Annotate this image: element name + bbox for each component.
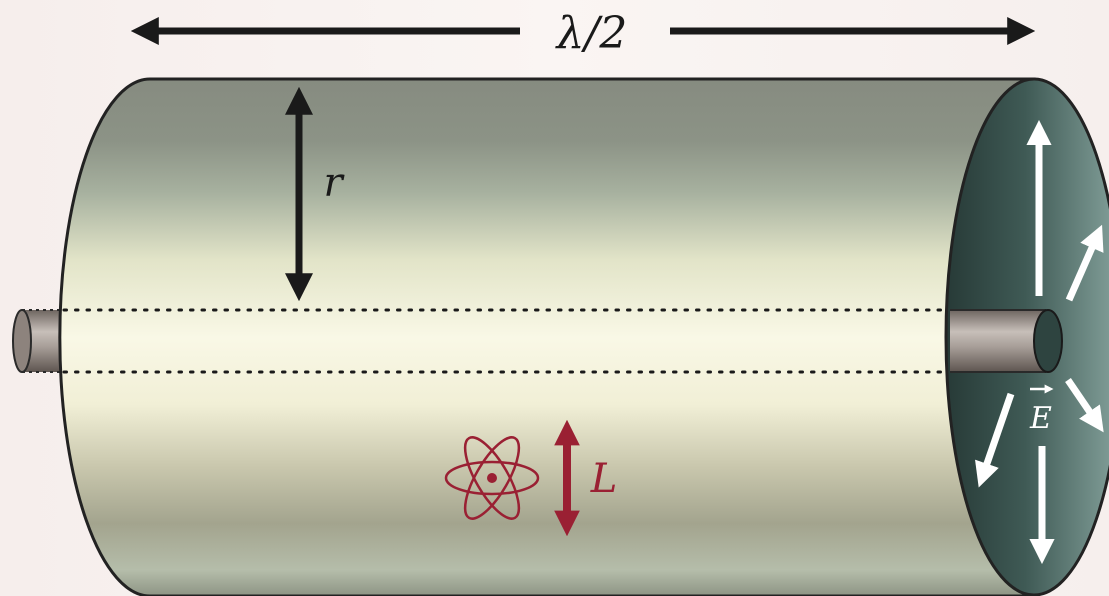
length-label: λ/2 [555, 8, 628, 59]
inner-conductor-hidden [62, 308, 950, 374]
atom-icon [444, 436, 540, 520]
cavity-cylinder-body [58, 77, 1036, 596]
inner-conductor-right [950, 309, 1063, 373]
radius-label: r [323, 160, 345, 206]
dipole-arrow: L [554, 419, 618, 537]
field-label: E [1029, 401, 1052, 436]
radius-arrow: r [285, 86, 345, 302]
electric-field-arrows: E [975, 119, 1104, 565]
length-arrow: λ/2 [130, 8, 1036, 59]
inner-conductor-left [12, 309, 64, 373]
dipole-label: L [590, 456, 618, 502]
